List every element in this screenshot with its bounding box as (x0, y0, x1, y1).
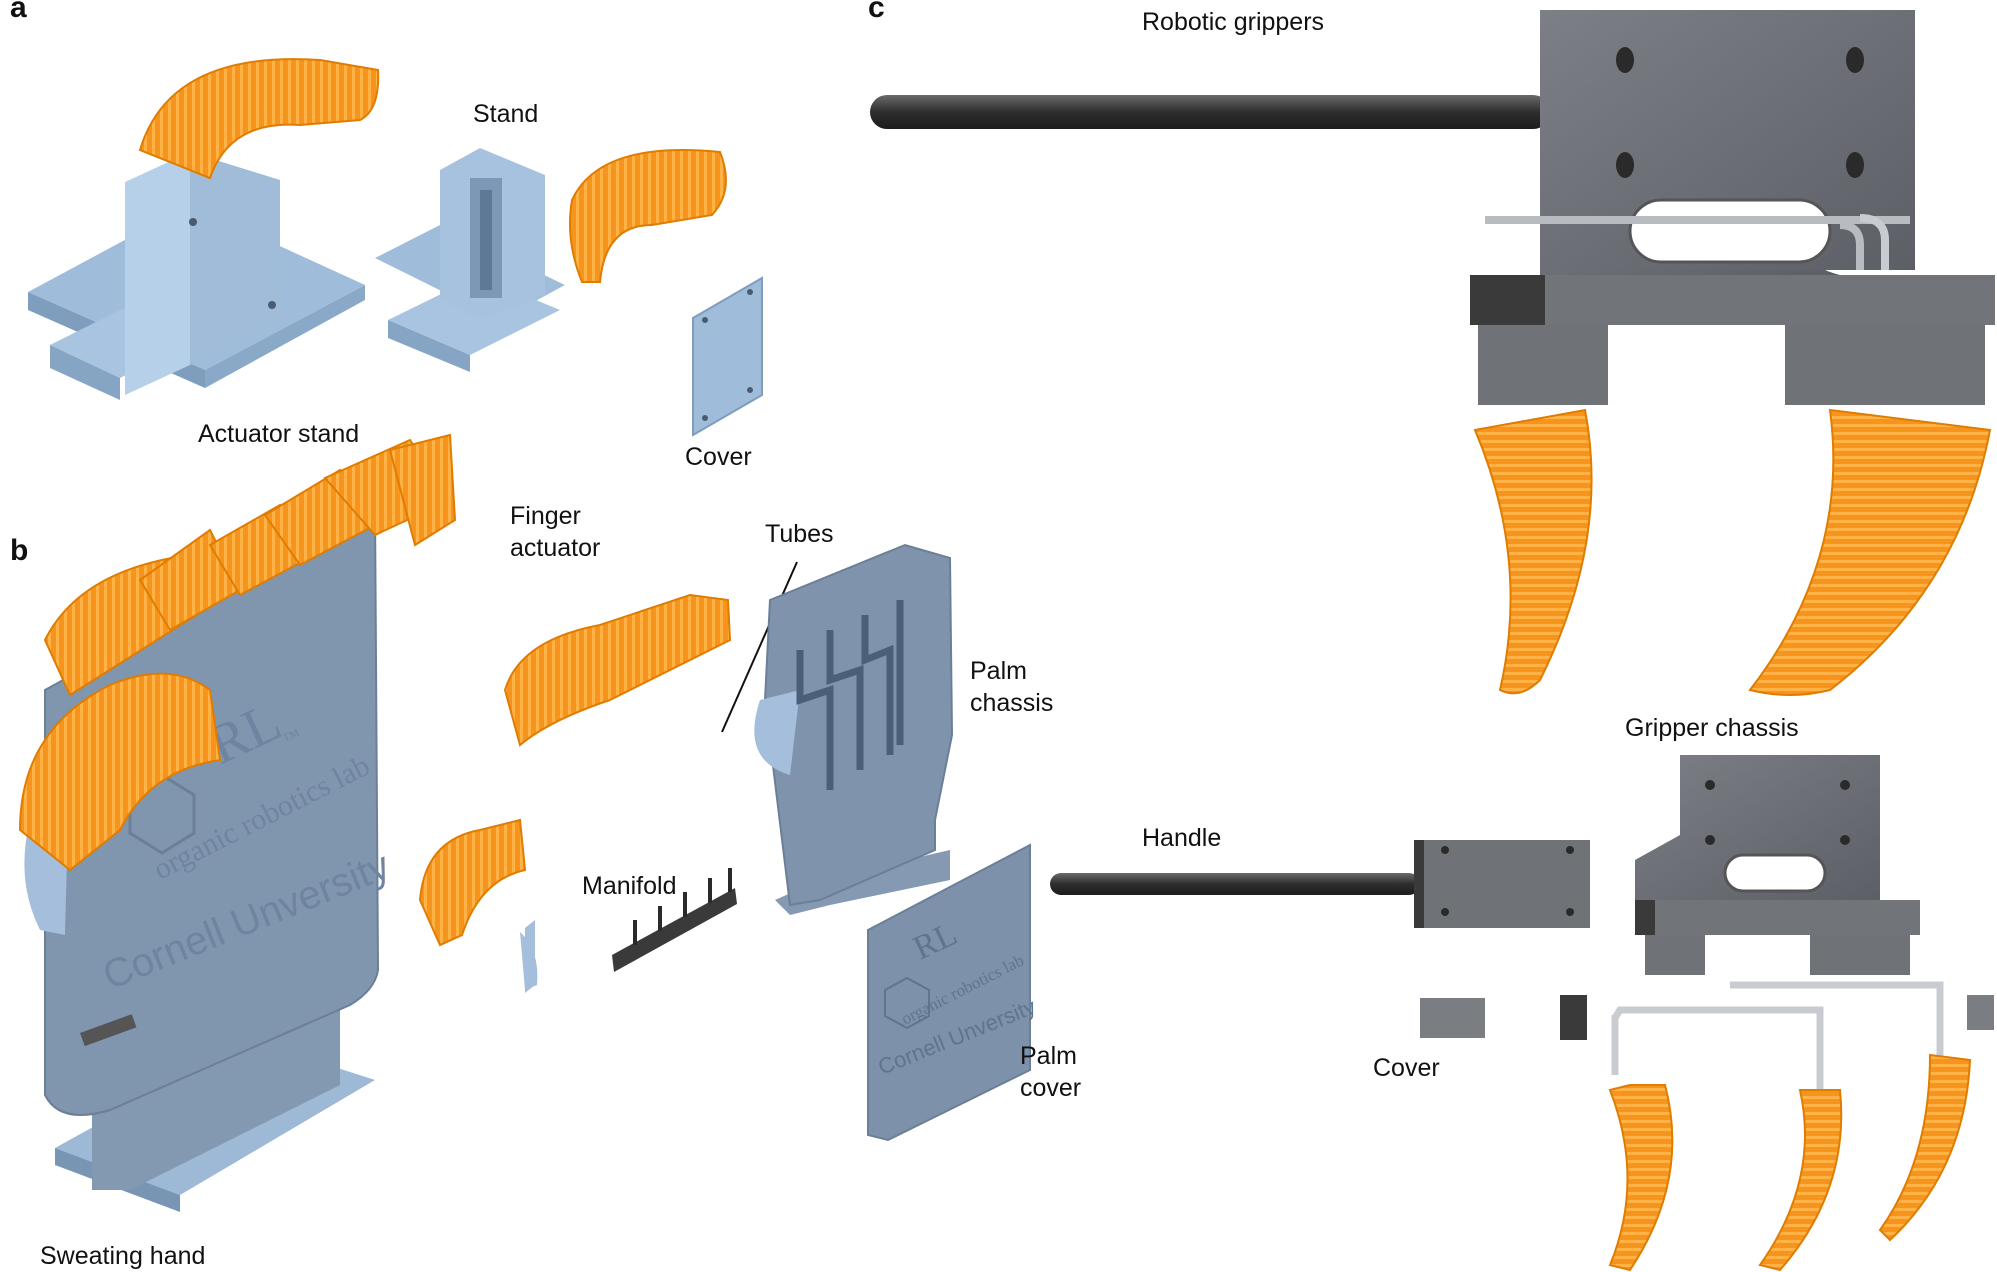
palm-chassis-part (754, 543, 954, 915)
gripper-fingers-exploded (1608, 981, 1972, 1272)
label-gripper-chassis: Gripper chassis (1625, 714, 1799, 742)
label-stand: Stand (473, 100, 539, 128)
label-manifold: Manifold (582, 872, 677, 900)
gripper-chassis-part (1635, 755, 1920, 975)
panel-label-c: c (868, 0, 885, 24)
robotic-gripper-assembly (870, 10, 1995, 696)
handle-part (1050, 840, 1590, 928)
label-cover-c: Cover (1373, 1054, 1440, 1082)
label-palm-chassis-line1: Palm (970, 657, 1027, 685)
label-handle: Handle (1142, 824, 1222, 852)
label-cover-a: Cover (685, 443, 752, 471)
panel-label-b: b (10, 534, 29, 567)
panel-label-a: a (10, 0, 27, 24)
palm-cover-part: RL organic robotics lab Cornell Unversit… (867, 843, 1039, 1142)
cover-parts-c (1420, 995, 1994, 1040)
label-finger-actuator-line2: actuator (510, 534, 601, 562)
stand-part (375, 148, 727, 372)
label-palm-chassis-line2: chassis (970, 689, 1054, 717)
actuator-stand-assembly (28, 58, 380, 400)
manifold-part (612, 868, 737, 972)
sweating-hand-assembly: RL TM organic robotics lab Cornell Unver… (18, 433, 457, 1212)
label-tubes: Tubes (765, 520, 834, 548)
label-robotic-grippers: Robotic grippers (1142, 8, 1325, 36)
label-palm-cover-line1: Palm (1020, 1042, 1077, 1070)
label-palm-cover-line2: cover (1020, 1074, 1082, 1102)
label-finger-actuator-line1: Finger (510, 502, 581, 530)
cover-part-a (692, 276, 763, 437)
finger-actuator-part (418, 593, 732, 993)
label-sweating-hand: Sweating hand (40, 1242, 206, 1270)
tubes-pointer-line (721, 561, 798, 733)
label-actuator-stand: Actuator stand (198, 420, 360, 448)
